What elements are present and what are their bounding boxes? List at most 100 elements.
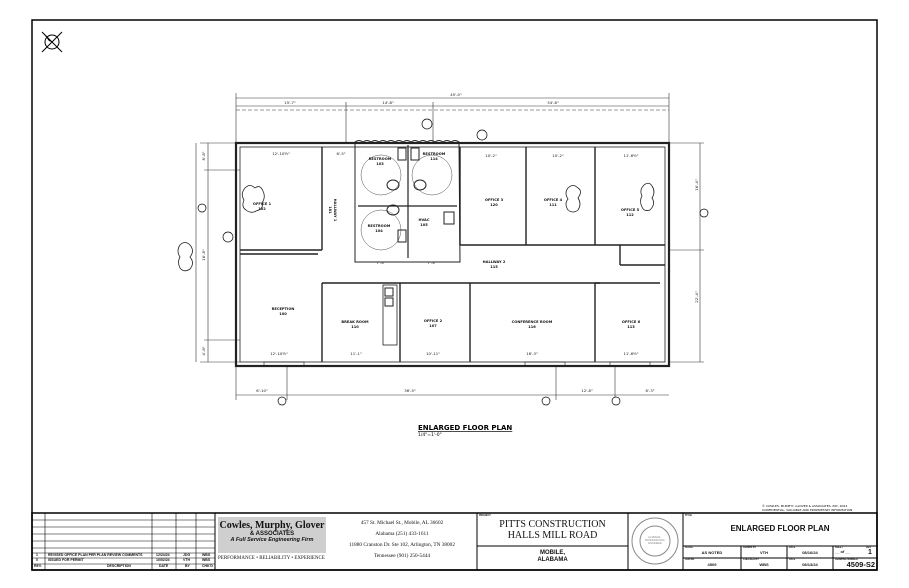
room-number: 104 [375,229,383,233]
grid-markers [197,118,709,406]
rev-description: ISSUED FOR PERMIT [48,558,84,562]
firm-address: 11880 Cranston Dr. Ste 102, Arlington, T… [349,542,455,548]
north-arrow-icon [41,31,63,53]
rev-header: CHK'D [202,564,213,568]
dim-text: 11'-1" [350,351,362,356]
copyright-line: CONFIDENTIAL, VALUABLE AND PROPRIETARY I… [762,508,852,512]
dim-text: 6'-5" [337,151,346,156]
room-label-restroom-114: RESTROOM [423,152,446,156]
field-label: DRAWING NUMBER [835,558,858,561]
room-number: 102 [258,207,266,211]
room-number: 120 [490,203,498,207]
room-number: 105 [420,223,428,227]
field-label: CHECKED BY [743,558,759,561]
dim-text: 36'-5" [404,388,416,393]
dimension-lines [195,93,704,400]
project-location: MOBILE, ALABAMA [477,550,628,564]
room-number: 107 [429,324,437,328]
job-number-value: 4509 [707,562,717,567]
rev-number: 0 [36,558,38,562]
rev-header: BY [185,564,190,568]
sheet-title-label: TITLE [685,514,692,517]
firm-logo: Cowles, Murphy, Glover & ASSOCIATES A Fu… [218,517,326,553]
dim-text: 10'-2" [552,153,564,158]
field-label: DATE [789,546,796,549]
dim-text: 8'-8" [201,151,206,160]
field-label: REV [866,546,871,549]
room-label-restroom-104: RESTROOM [368,224,391,228]
copyright-line: © COWLES, MURPHY, GLOVER & ASSOCIATES, I… [762,504,847,508]
room-number: 110 [351,325,359,329]
project-name-line: HALLS MILL ROAD [507,530,598,541]
rev-number: 1 [36,553,38,557]
room-number: 112 [626,213,634,217]
dim-text: 6'-10" [256,388,268,393]
rev-chkd: WBS [202,553,211,557]
field-label: SHEET [835,546,843,549]
dim-text: 11'-6½" [623,351,638,356]
room-label-office-2: OFFICE 2 [424,319,443,323]
room-label-office-3: OFFICE 3 [485,198,504,202]
firm-motto: PERFORMANCE • RELIABILITY • EXPERIENCE [218,556,325,561]
rev-description: REVISED OFFICE PLAN PER PLAN REVIEW COMM… [48,553,143,557]
field-label: DATE [789,558,796,561]
rev-header: DATE [159,564,169,568]
dim-text: 16'-4" [694,179,699,191]
room-label-office-6: OFFICE 6 [622,320,641,324]
room-number: 100 [279,312,287,316]
dim-text: 11'-6½" [623,153,638,158]
room-number: 103 [376,162,384,166]
room-number: 114 [430,157,438,161]
dim-text: 15'-7" [284,100,296,105]
dim-text: 16'-8" [201,249,206,261]
room-label-hallway-1: HALLWAY 1 [333,199,337,222]
scale-value: AS NOTED [701,550,723,555]
room-label-office-4: OFFICE 4 [544,198,563,202]
dim-text: 12'-10½" [272,151,290,156]
rev-by: JDG [183,553,191,557]
room-number: 115 [490,265,498,269]
field-label: DRAWN BY [743,546,757,549]
room-number: 116 [528,325,536,329]
date-value: 08/16/24 [802,550,818,555]
sheet-border [31,19,878,571]
firm-phone: Alabama (251) 433-1611 [375,531,429,537]
dim-text: 10'-2" [485,153,497,158]
date-value: 08/13/24 [802,562,818,567]
drawn-by-value: VTH [760,550,768,555]
room-label-hvac: HVAC [419,218,430,222]
dim-overall: 45'-0" [450,92,462,97]
rev-header: REV. [34,564,42,568]
rev-date: 10/02/24 [156,558,170,562]
room-label-reception: RECEPTION [272,307,295,311]
rev-chkd: WBS [202,558,211,562]
dim-text: 4'-8" [201,346,206,355]
field-label: SCALE [685,546,694,549]
drawing-title: ENLARGED FLOOR PLAN [418,424,512,432]
room-number: 113 [627,325,635,329]
engineer-seal: ALABAMA · PROFESSIONAL ENGINEER [644,536,666,545]
project-city: MOBILE, [540,550,565,556]
dim-text: 12'-10½" [270,351,288,356]
firm-phone: Tennessee (901) 250-5444 [373,553,431,559]
rev-date: 12/24/24 [156,553,170,557]
field-label: JOB NO. [685,558,695,561]
room-number: 111 [549,203,557,207]
room-label-conference-room: CONFERENCE ROOM [512,320,553,324]
dim-text: 7'-4" [377,260,386,265]
project-state: ALABAMA [537,557,568,563]
firm-name: Cowles, Murphy, Glover [219,520,325,531]
room-number: 101 [328,206,332,214]
sheet-of-value: __ of __ [835,549,850,554]
dim-text: 12'-8" [581,388,593,393]
dim-text: 10'-11" [426,351,440,356]
project-name-line: PITTS CONSTRUCTION [499,519,606,530]
dim-text: 34'-8" [547,100,559,105]
room-label-break-room: BREAK ROOM [341,320,369,324]
firm-tagline: A Full Service Engineering Firm [230,537,314,543]
title-block-frame [31,512,878,571]
firm-associates: & ASSOCIATES [249,531,295,537]
room-label-office-1: OFFICE 1 [253,202,272,206]
sheet-title: ENLARGED FLOOR PLAN [730,524,830,533]
